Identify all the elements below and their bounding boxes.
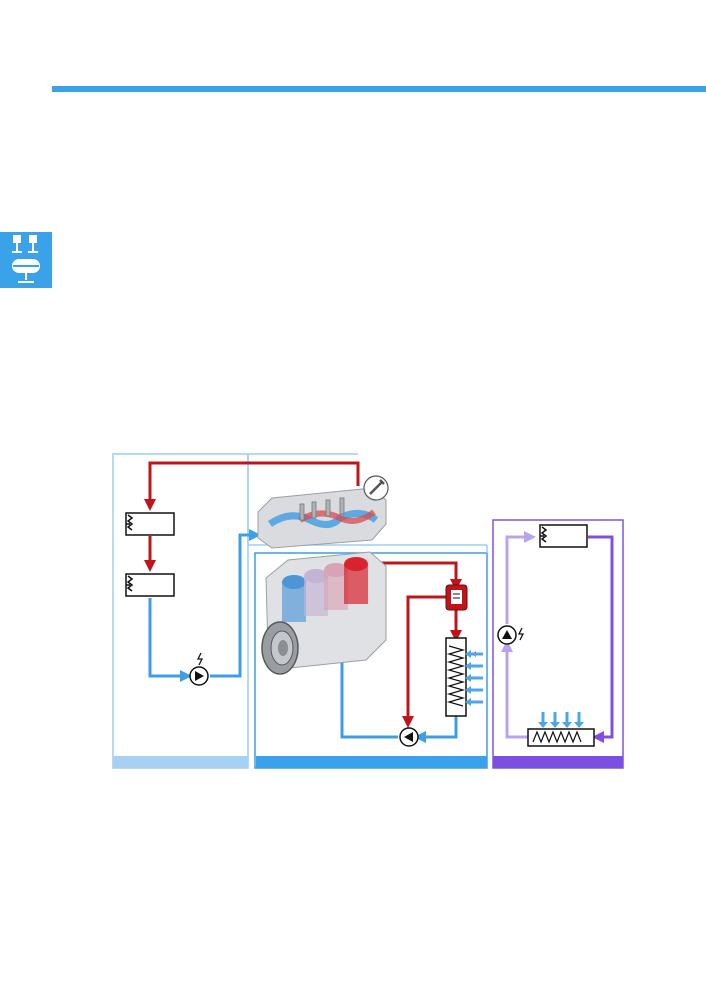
heat-exchanger-icon [539, 524, 588, 548]
circuit-panel-left [112, 453, 249, 769]
engine-block-illustration [261, 551, 387, 675]
section-badge [0, 232, 52, 288]
header-rule [52, 86, 706, 92]
circuit-footer-left [113, 756, 248, 768]
left-circuit-lines [144, 461, 360, 682]
mechanical-pump-icon [399, 727, 419, 747]
electric-pump-icon [497, 625, 525, 645]
electric-pump-icon [189, 652, 209, 686]
circuit-footer-right [493, 756, 623, 768]
thermostat-icon [445, 584, 468, 611]
right-circuit-lines [501, 531, 614, 743]
circuit-footer-middle [256, 756, 487, 768]
radiator-icon [445, 637, 484, 717]
heater-core-icon [125, 512, 175, 597]
engine-section-icon [12, 235, 40, 283]
low-temp-radiator-icon [527, 712, 595, 747]
cylinder-head-illustration [257, 475, 389, 549]
middle-circuit-lines [336, 561, 462, 743]
